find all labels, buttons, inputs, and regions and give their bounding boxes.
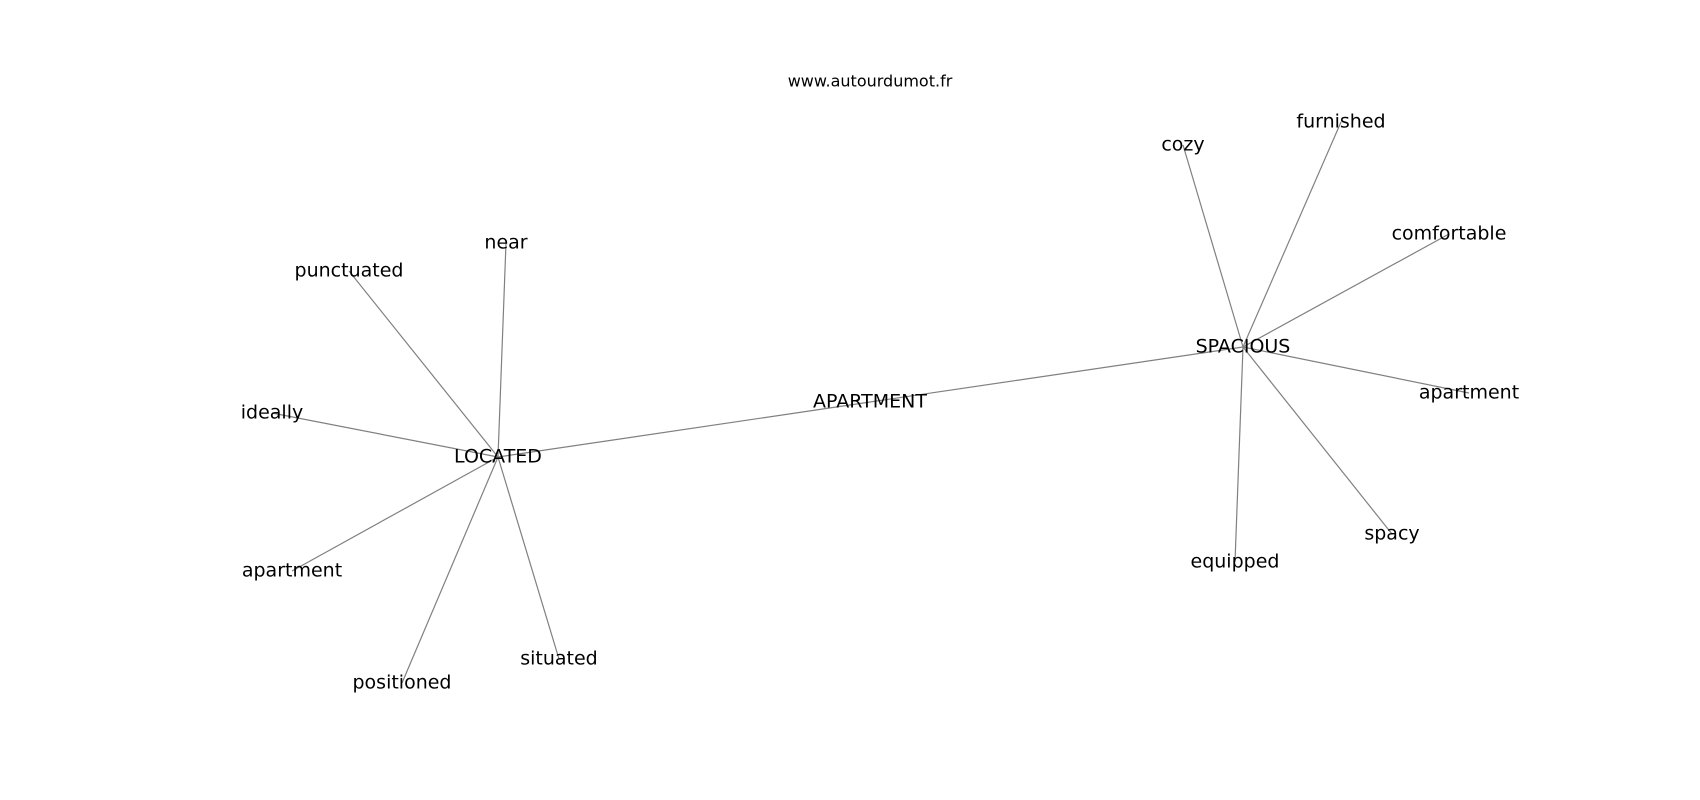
node-apartment-center: APARTMENT bbox=[813, 391, 927, 413]
node-spacious: SPACIOUS bbox=[1196, 336, 1291, 358]
edge-located-ideally bbox=[271, 412, 499, 458]
node-spacy: spacy bbox=[1364, 523, 1419, 545]
edge-apartment_center-spacious bbox=[869, 346, 1244, 403]
node-situated: situated bbox=[520, 648, 598, 670]
node-near: near bbox=[484, 232, 527, 254]
node-furnished: furnished bbox=[1296, 111, 1385, 133]
node-located: LOCATED bbox=[454, 446, 542, 468]
graph-nodes: APARTMENT LOCATED SPACIOUS near punctuated id… bbox=[241, 111, 1519, 694]
edge-located-punctuated bbox=[348, 270, 499, 458]
node-apartment-left: apartment bbox=[242, 560, 342, 582]
site-watermark: www.autourdumot.fr bbox=[788, 72, 953, 91]
edge-located-situated bbox=[497, 456, 560, 660]
edge-located-apartment_left bbox=[291, 456, 499, 572]
edge-spacious-cozy bbox=[1182, 144, 1244, 348]
node-cozy: cozy bbox=[1161, 134, 1204, 156]
edge-spacious-apartment_right bbox=[1242, 346, 1470, 394]
edge-spacious-spacy bbox=[1242, 346, 1393, 535]
node-positioned: positioned bbox=[352, 672, 451, 694]
edge-located-near bbox=[497, 242, 507, 458]
node-equipped: equipped bbox=[1191, 551, 1280, 573]
node-ideally: ideally bbox=[241, 402, 303, 424]
edge-located-positioned bbox=[401, 456, 499, 684]
edge-spacious-furnished bbox=[1242, 121, 1342, 348]
node-punctuated: punctuated bbox=[295, 260, 404, 282]
edge-spacious-comfortable bbox=[1242, 233, 1450, 348]
graph-edges bbox=[271, 121, 1470, 684]
node-comfortable: comfortable bbox=[1392, 223, 1507, 245]
edge-apartment_center-located bbox=[497, 401, 871, 458]
node-apartment-right: apartment bbox=[1419, 382, 1519, 404]
edge-spacious-equipped bbox=[1234, 346, 1244, 563]
